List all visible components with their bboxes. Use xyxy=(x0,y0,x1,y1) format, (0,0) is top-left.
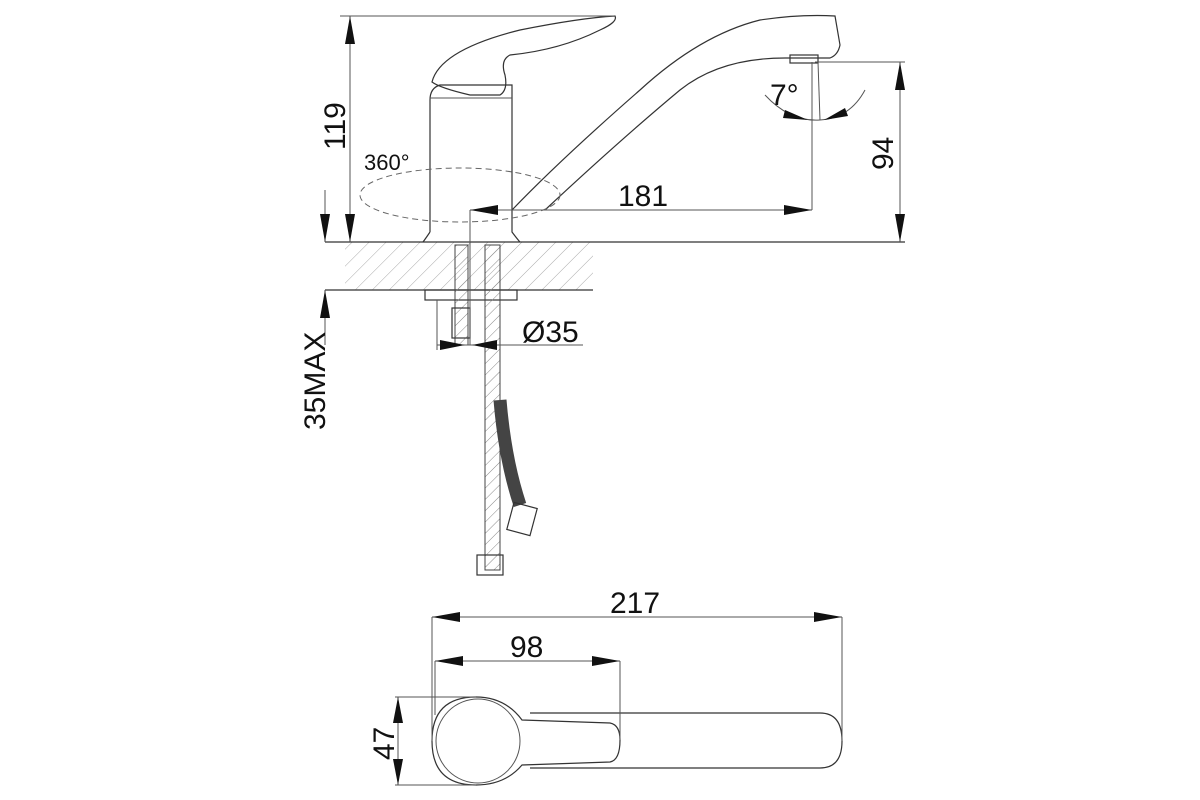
mounting-hardware xyxy=(424,244,538,576)
aerator-angle-label: 7° xyxy=(770,79,799,112)
dimension-spout-reach: 181 xyxy=(469,62,813,345)
spout-height-label: 94 xyxy=(867,137,900,170)
countertop xyxy=(325,241,905,291)
rotation-label: 360° xyxy=(364,150,410,175)
diameter-label: Ø35 xyxy=(522,316,579,349)
dimension-handle-width: 47 xyxy=(368,696,476,786)
dimension-spout-height: 94 xyxy=(815,61,905,242)
lever-handle xyxy=(431,15,617,96)
height-total-label: 119 xyxy=(319,102,352,150)
dimension-handle-length: 98 xyxy=(434,631,621,740)
faucet-body xyxy=(422,84,521,243)
dimension-aerator-angle: 7° xyxy=(764,61,866,121)
spout xyxy=(511,14,841,211)
handle-width-label: 47 xyxy=(368,727,401,760)
rotation-ellipse xyxy=(359,167,561,223)
spout-reach-label: 181 xyxy=(618,180,668,213)
dimension-countertop-max: 35MAX xyxy=(299,190,332,430)
handle-length-label: 98 xyxy=(510,631,543,664)
dimension-height-total: 119 xyxy=(319,15,615,242)
dimension-diameter: Ø35 xyxy=(436,300,583,350)
dimension-total-length: 217 xyxy=(431,587,843,741)
countertop-max-label: 35MAX xyxy=(299,332,332,430)
top-view-outline xyxy=(431,696,843,786)
total-length-label: 217 xyxy=(610,587,660,620)
